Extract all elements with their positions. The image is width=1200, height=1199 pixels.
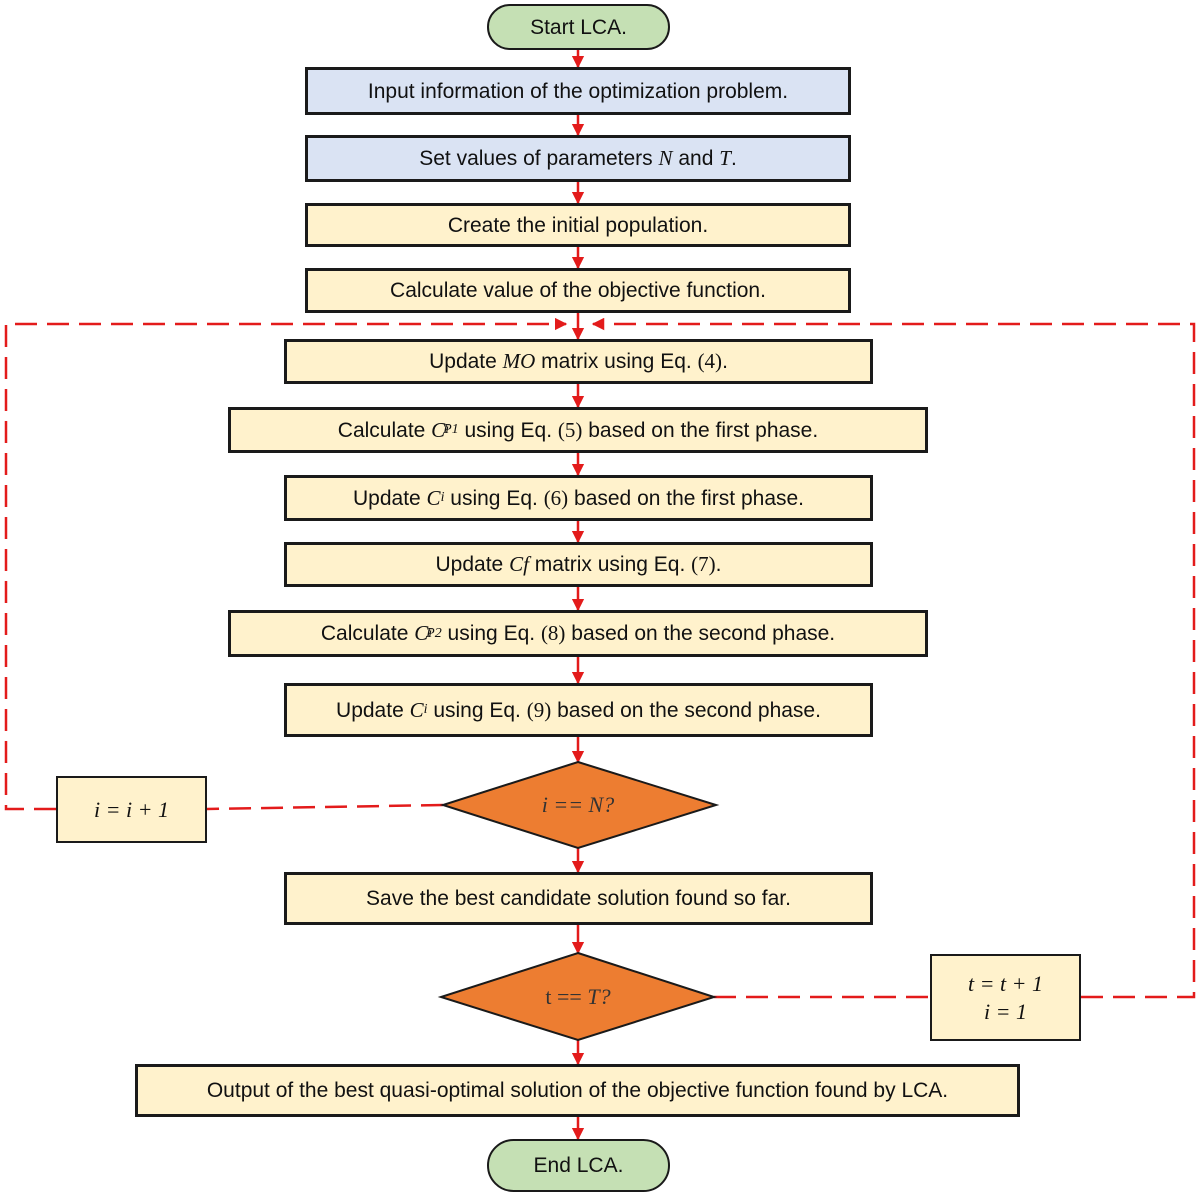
calc-cp1-end: based on the first phase. [582,418,819,442]
end-terminal: End LCA. [487,1139,670,1192]
cp2-sub: i [428,625,433,641]
ci2-var: C [409,697,424,722]
update-t-box: t = t + 1 i = 1 [930,954,1081,1041]
step-update-ci-second: Update C i using Eq. (9) based on the se… [284,683,873,737]
create-pop-label: Create the initial population. [447,213,709,237]
update-i-text: i = i + 1 [94,796,169,822]
decision-inner-shape [439,760,720,850]
loop-outer-dashed-back [591,317,1196,999]
save-best-label: Save the best candidate solution found s… [366,887,791,910]
step-input-info: Input information of the optimization pr… [305,67,851,115]
update-i-box: i = i + 1 [56,776,207,843]
step-set-params: Set values of parameters N and T . [305,135,851,182]
start-label: Start LCA. [530,15,627,39]
update-ci1-post: using Eq. [444,486,544,510]
eq-5: (5) [557,417,583,442]
calc-cp1-post: using Eq. [458,418,558,442]
eq-8: (8) [540,621,566,645]
update-cf-pre: Update [435,553,510,576]
calc-obj-label: Calculate value of the objective functio… [390,279,766,302]
param-t: T [719,146,731,170]
step-calc-cp1: Calculate C i P1 using Eq. (5) based on … [228,407,928,453]
ci1-var: C [426,485,441,510]
step-calc-cp2: Calculate C i P2 using Eq. (8) based on … [228,610,928,657]
update-t-line2: i = 1 [984,998,1027,1024]
eq-7: (7) [691,552,716,576]
update-t-line1: t = t + 1 [968,970,1043,996]
step-calc-objective: Calculate value of the objective functio… [305,268,851,313]
update-mo-pre: Update [429,350,503,373]
step-create-population: Create the initial population. [305,203,851,247]
cf-var: Cf [509,552,529,576]
decision-outer-prefix: t == [545,984,588,1009]
update-ci1-end: based on the first phase. [568,486,805,510]
loop-inner-dashed [206,803,444,811]
eq-6: (6) [543,485,569,510]
update-cf-end: . [715,553,722,576]
ci2-sub: i [423,702,428,717]
loop-inner-dashed-back [4,317,568,811]
output-label: Output of the best quasi-optimal solutio… [206,1079,949,1102]
decision-outer-shape [437,951,718,1042]
update-cf-post: matrix using Eq. [528,553,692,576]
update-ci1-pre: Update [352,486,427,510]
set-params-pre: Set values of parameters [419,147,659,170]
decision-outer-label: t == T? [493,982,663,1012]
cp1-sup: P1 [443,422,459,437]
eq-9: (9) [526,697,552,722]
update-ci2-end: based on the second phase. [551,698,821,722]
update-ci2-post: using Eq. [427,698,527,722]
calc-cp1-pre: Calculate [337,418,432,442]
step-update-ci-first: Update C i using Eq. (6) based on the fi… [284,475,873,521]
update-mo-end: . [722,350,728,373]
calc-cp2-pre: Calculate [320,622,415,645]
update-mo-post: matrix using Eq. [535,350,698,373]
cp2-sup: P2 [426,625,442,641]
step-save-best: Save the best candidate solution found s… [284,872,873,925]
step-update-cf: Update Cf matrix using Eq. (7) . [284,542,873,587]
decision-outer-var: T? [587,984,611,1009]
cp2-var: C [414,621,429,645]
calc-cp2-post: using Eq. [441,622,541,645]
step-update-mo: Update MO matrix using Eq. (4) . [284,339,873,384]
mo-var: MO [502,349,536,373]
decision-inner-label: i == N? [493,790,663,820]
cp1-var: C [431,417,446,442]
param-n: N [658,146,673,170]
decision-inner-text: i == N? [541,792,615,817]
end-label: End LCA. [533,1154,624,1177]
update-ci2-pre: Update [336,698,410,722]
start-terminal: Start LCA. [487,4,670,50]
cp1-sub: i [445,422,450,437]
set-params-and: and [672,147,720,170]
calc-cp2-end: based on the second phase. [565,622,836,645]
step-output-best: Output of the best quasi-optimal solutio… [135,1064,1020,1117]
ci1-sub: i [440,490,445,505]
eq-4: (4) [697,349,723,373]
step-input-label: Input information of the optimization pr… [367,79,789,103]
set-params-post: . [730,147,737,170]
